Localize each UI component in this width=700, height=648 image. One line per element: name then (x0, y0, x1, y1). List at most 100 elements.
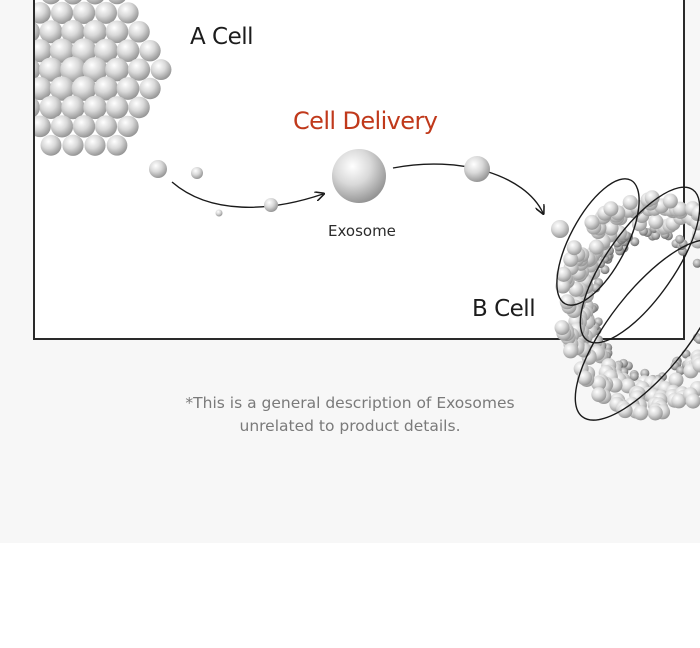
cell-sphere (692, 258, 700, 268)
cell-sphere (105, 20, 129, 44)
cell-sphere (49, 76, 75, 101)
cell-sphere (591, 387, 607, 403)
cell-sphere (556, 266, 572, 282)
cell-sphere (38, 57, 64, 82)
cell-sphere (563, 251, 579, 267)
cell-sphere (35, 39, 52, 63)
cell-sphere (50, 115, 74, 138)
cell-sphere (622, 194, 638, 210)
cell-sphere (94, 76, 118, 101)
b-cell-cluster (554, 190, 700, 421)
cell-sphere (71, 38, 97, 64)
cell-sphere (106, 134, 128, 156)
cell-sphere (685, 393, 700, 409)
cell-sphere (563, 343, 579, 359)
cell-sphere (662, 193, 678, 209)
cell-sphere (629, 371, 639, 381)
cell-sphere (105, 96, 129, 119)
cell-sphere (116, 39, 140, 63)
cell-sphere (647, 405, 663, 421)
cell-sphere (86, 0, 104, 5)
cell-sphere (603, 201, 619, 217)
disclaimer-line-1: *This is a general description of Exosom… (185, 394, 515, 412)
cell-sphere (633, 405, 649, 421)
cell-sphere (83, 95, 107, 120)
cell-sphere (35, 2, 51, 24)
cell-sphere (64, 0, 82, 5)
cell-sphere (60, 56, 86, 83)
cell-sphere (139, 77, 161, 100)
cell-sphere (7, 78, 29, 100)
disclaimer-note: *This is a general description of Exosom… (150, 392, 550, 438)
cell-sphere (139, 39, 161, 62)
cell-sphere (117, 115, 139, 138)
cell-sphere (84, 134, 106, 156)
diagram-title: Cell Delivery (293, 107, 438, 135)
b-cell-label: B Cell (472, 296, 536, 322)
cell-sphere (82, 57, 108, 83)
cell-sphere (62, 134, 84, 156)
cell-sphere (128, 20, 150, 43)
cell-sphere (35, 59, 41, 80)
exosome-sphere (332, 149, 386, 203)
cell-sphere (116, 77, 140, 100)
b-cell-membrane-rings (556, 178, 700, 421)
cell-sphere (72, 1, 96, 25)
cell-sphere (0, 40, 6, 61)
cell-sphere (584, 214, 600, 230)
cell-sphere (8, 116, 29, 137)
cell-sphere (71, 76, 97, 101)
cell-sphere (83, 20, 107, 44)
cell-sphere (61, 95, 85, 120)
cell-sphere (94, 115, 118, 138)
cell-sphere (8, 3, 29, 24)
cell-sphere (128, 96, 150, 119)
cell-sphere (50, 1, 74, 24)
cell-sphere (0, 97, 17, 118)
cell-sphere (694, 334, 700, 344)
cell-sphere (588, 239, 604, 255)
cell-sphere (7, 40, 29, 62)
cell-sphere (0, 78, 6, 99)
cell-sphere (127, 58, 151, 81)
cell-sphere (108, 0, 126, 5)
cell-sphere (35, 115, 51, 138)
cell-sphere (648, 214, 664, 230)
arrow-to-exosome (171, 181, 323, 208)
cell-sphere (0, 21, 17, 42)
exosome-label: Exosome (328, 222, 396, 240)
cell-sphere (72, 115, 96, 138)
cell-sphere (668, 372, 684, 388)
vesicles (149, 156, 569, 238)
cell-sphere (630, 237, 640, 247)
a-cell-cluster (0, 0, 172, 156)
cell-sphere (105, 57, 129, 82)
cell-sphere (591, 375, 607, 391)
cell-sphere (555, 278, 571, 294)
cell-sphere (94, 1, 118, 24)
cell-sphere (692, 357, 700, 373)
cell-sphere (39, 95, 63, 119)
cell-sphere (554, 320, 570, 336)
cell-sphere (49, 38, 75, 63)
cell-sphere (0, 59, 18, 80)
a-cell-label: A Cell (190, 24, 254, 50)
cell-sphere (117, 2, 139, 24)
cell-sphere (42, 0, 60, 5)
cell-sphere (671, 393, 687, 409)
cell-sphere (577, 370, 593, 386)
cell-sphere (35, 22, 40, 41)
cell-sphere (640, 368, 650, 378)
cell-sphere (40, 134, 62, 156)
cell-sphere (94, 38, 118, 63)
cell-sphere (566, 240, 582, 256)
cell-sphere (644, 190, 660, 206)
cell-sphere (35, 76, 52, 101)
cell-sphere (35, 98, 40, 117)
disclaimer-line-2: unrelated to product details. (239, 417, 461, 435)
cell-sphere (39, 20, 63, 44)
cell-sphere (617, 403, 633, 419)
cell-sphere (61, 19, 85, 44)
cell-sphere (691, 205, 700, 221)
